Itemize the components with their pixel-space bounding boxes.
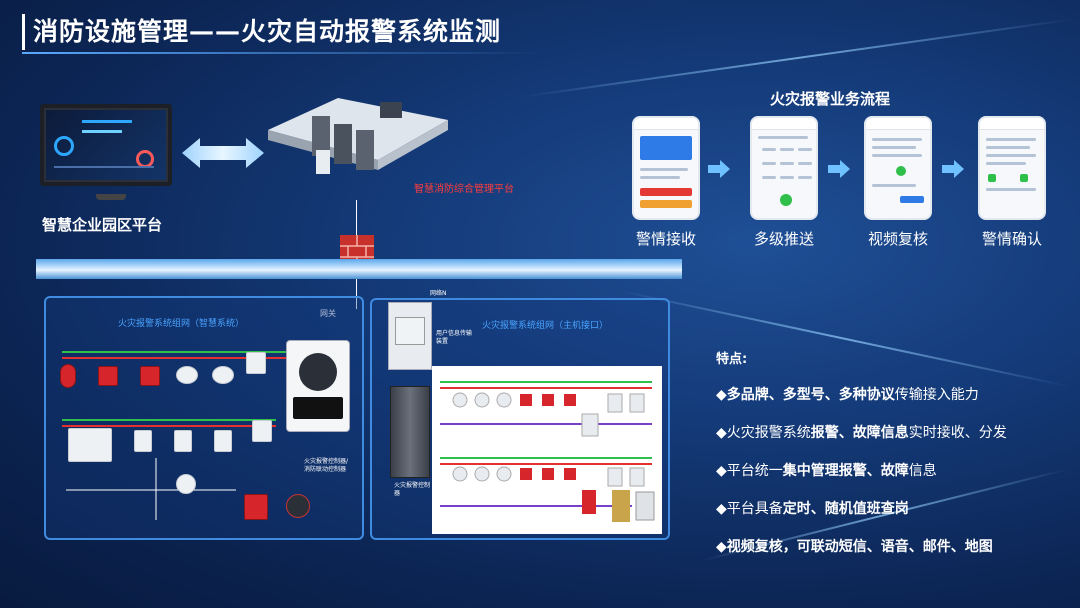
flow-arrow-icon bbox=[828, 160, 850, 178]
light-streak bbox=[619, 290, 1071, 388]
flow-title: 火灾报警业务流程 bbox=[770, 90, 891, 108]
phone-screen-alarm-confirm bbox=[978, 116, 1046, 220]
user-info-transmission-device bbox=[388, 302, 432, 370]
smoke-detector bbox=[176, 366, 198, 384]
light-streak bbox=[519, 18, 1075, 98]
title-underline bbox=[22, 52, 542, 54]
server-platform-label: 智慧消防综合管理平台 bbox=[414, 184, 514, 195]
feature-item: ◆多品牌、多型号、多种协议传输接入能力 bbox=[716, 387, 979, 403]
flow-arrow-icon bbox=[708, 160, 730, 178]
flow-step-label: 警情确认 bbox=[981, 230, 1042, 248]
feature-item: ◆火灾报警系统报警、故障信息实时接收、分发 bbox=[716, 425, 1007, 441]
user-display-terminal bbox=[68, 428, 112, 462]
manual-call-point bbox=[98, 366, 118, 386]
fire-pump-device bbox=[244, 494, 268, 520]
input-module bbox=[246, 352, 266, 374]
bidirectional-arrow-icon bbox=[182, 138, 264, 168]
module-3 bbox=[214, 430, 232, 452]
park-platform-label: 智慧企业园区平台 bbox=[42, 216, 163, 234]
flow-step-label: 视频复核 bbox=[867, 230, 928, 248]
fire-alarm-controller-image bbox=[286, 340, 350, 432]
flow-arrow-icon bbox=[942, 160, 964, 178]
phone-screen-alarm-receive bbox=[632, 116, 700, 220]
dashboard-monitor-image bbox=[40, 104, 172, 200]
user-device-label: 用户信息传输装置 bbox=[436, 330, 473, 345]
connector-line bbox=[356, 279, 357, 309]
phone-screen-video-review bbox=[864, 116, 932, 220]
flow-step-label: 警情接收 bbox=[635, 230, 696, 248]
feature-item: ◆平台具备定时、随机值班查岗 bbox=[716, 501, 909, 517]
server-room-image bbox=[268, 98, 448, 174]
module-2 bbox=[174, 430, 192, 452]
network-label: 网络N bbox=[430, 290, 447, 297]
fire-alarm-wiring-diagram bbox=[432, 366, 662, 534]
feature-item: ◆视频复核，可联动短信、语音、邮件、地图 bbox=[716, 539, 993, 555]
controller-label: 火灾报警控制器/消防联动控制器 bbox=[304, 458, 349, 473]
heat-detector bbox=[212, 366, 234, 384]
page-title-bar: 消防设施管理——火灾自动报警系统监测 bbox=[22, 14, 582, 50]
connector-line bbox=[356, 200, 357, 236]
page-title: 消防设施管理——火灾自动报警系统监测 bbox=[33, 17, 502, 46]
alarm-bell-device bbox=[60, 364, 76, 388]
features-title: 特点: bbox=[716, 352, 748, 367]
hydrant-button bbox=[140, 366, 160, 386]
fan-icon bbox=[176, 474, 196, 494]
phone-screen-multi-push bbox=[750, 116, 818, 220]
panel-b-title: 火灾报警系统组网（主机接口） bbox=[482, 321, 609, 331]
fire-alarm-cabinet bbox=[390, 386, 430, 478]
cabinet-label: 火灾报警控制器 bbox=[394, 482, 431, 497]
gateway-label: 网关 bbox=[320, 309, 336, 318]
feature-item: ◆平台统一集中管理报警、故障信息 bbox=[716, 463, 937, 479]
panel-a-title: 火灾报警系统组网（智慧系统） bbox=[118, 319, 245, 329]
module-4 bbox=[252, 420, 272, 442]
exhaust-fan-device bbox=[286, 494, 310, 518]
flow-step-label: 多级推送 bbox=[753, 230, 814, 248]
network-bus-pipe bbox=[36, 259, 682, 279]
module-1 bbox=[134, 430, 152, 452]
